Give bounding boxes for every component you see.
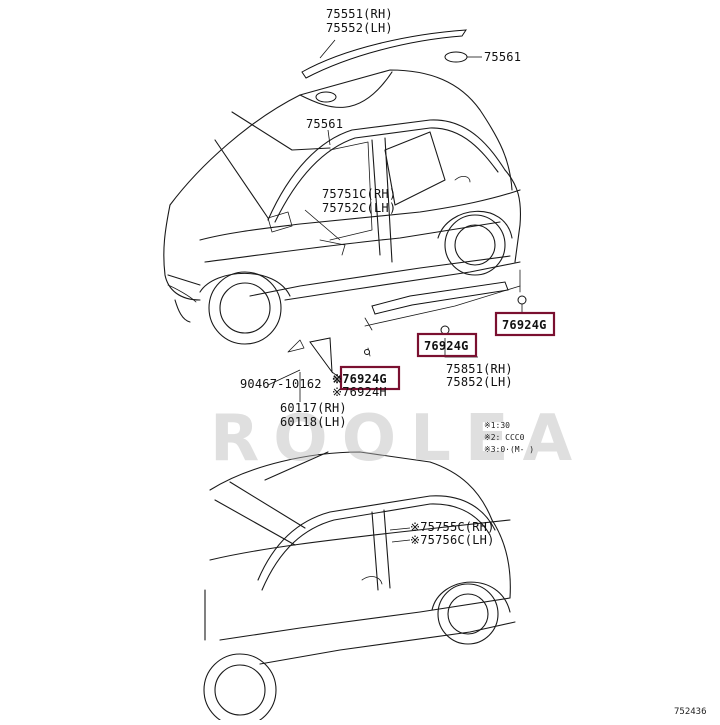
roof-moulding-part: [301, 29, 467, 79]
rocker-moulding-part: [364, 269, 527, 357]
part-label-76924g-middle: 76924G: [424, 339, 469, 353]
part-label-60118: 60118(LH): [280, 415, 347, 429]
clip-part-75561-top: [444, 51, 482, 63]
part-label-75751c: 75751C(RH): [322, 187, 396, 201]
part-label-75561-top: 75561: [484, 50, 521, 64]
note-line-1: ※1:30: [484, 421, 510, 430]
highlight-box-right: [494, 311, 556, 337]
upper-car-drawing: [163, 69, 522, 345]
part-label-75755c: ※75755C(RH): [410, 520, 495, 534]
clip-part-roof: [315, 91, 337, 103]
highlight-box-left: [339, 365, 401, 391]
part-label-76924g-right: 76924G: [502, 318, 547, 332]
part-label-75561-roof: 75561: [306, 117, 343, 131]
leader-lines-lower: [389, 527, 411, 543]
figure-number: 752436: [674, 707, 707, 717]
lower-car-drawing: [203, 451, 516, 725]
part-label-75756c: ※75756C(LH): [410, 533, 495, 547]
part-label-75851: 75851(RH): [446, 362, 513, 376]
part-label-75752c: 75752C(LH): [322, 201, 396, 215]
part-label-75551: 75551(RH): [326, 7, 393, 21]
part-label-60117: 60117(RH): [280, 401, 347, 415]
watermark: ROOLEA: [210, 402, 586, 476]
highlight-box-middle: [416, 332, 478, 358]
part-label-90467: 90467-10162: [240, 377, 322, 391]
note-line-2: ※2: CCC0: [484, 433, 525, 442]
part-label-76924h: ※76924H: [332, 385, 387, 399]
part-label-75852: 75852(LH): [446, 375, 513, 389]
garnish-part-60117: [287, 337, 333, 374]
part-label-76924g-left: ※76924G: [332, 372, 387, 386]
part-label-75552: 75552(LH): [326, 21, 393, 35]
note-line-3: ※3:0·(M- ): [484, 445, 534, 454]
